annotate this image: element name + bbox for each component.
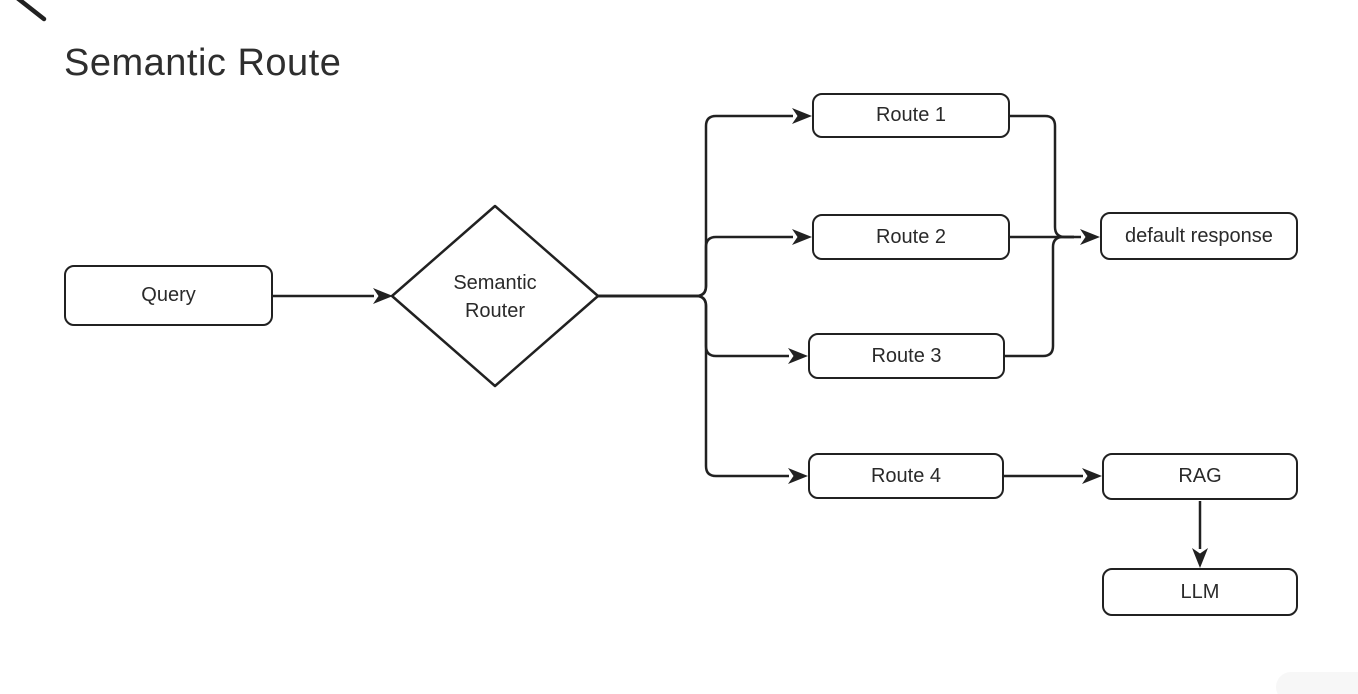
node-route1-label: Route 1 (875, 104, 947, 126)
router-diamond-shape (390, 204, 600, 388)
node-route3-label: Route 3 (871, 344, 942, 367)
node-default-response: default response (1100, 212, 1298, 260)
node-semantic-router: Semantic Router (395, 267, 595, 327)
node-route4-label: Route 4 (870, 464, 942, 487)
node-rag-label: RAG (1178, 465, 1222, 487)
node-query-label: Query (141, 284, 196, 306)
node-default-response-label: default response (1125, 224, 1273, 247)
node-route1: Route 1 (812, 93, 1010, 138)
node-route2-label: Route 2 (875, 225, 947, 248)
edge-router-route1 (598, 108, 812, 298)
edge-router-route2 (598, 229, 812, 298)
edge-router-route3 (598, 294, 808, 364)
node-route2: Route 2 (812, 214, 1010, 260)
edge-route1-default (1010, 114, 1074, 239)
cropped-stroke-artifact (16, 0, 47, 22)
node-route4: Route 4 (808, 453, 1004, 499)
node-semantic-router-label-line1: Semantic (453, 272, 537, 294)
watermark-remnant (1276, 672, 1358, 694)
node-query: Query (64, 265, 273, 326)
edge-route3-default (1005, 235, 1074, 358)
node-llm-label: LLM (1180, 580, 1220, 603)
page-title: Semantic Route (64, 42, 342, 84)
node-rag: RAG (1102, 453, 1298, 500)
node-route3: Route 3 (808, 333, 1005, 379)
node-llm: LLM (1102, 568, 1298, 616)
node-semantic-router-label-line2: Router (464, 300, 526, 322)
edge-router-route4 (598, 294, 808, 484)
